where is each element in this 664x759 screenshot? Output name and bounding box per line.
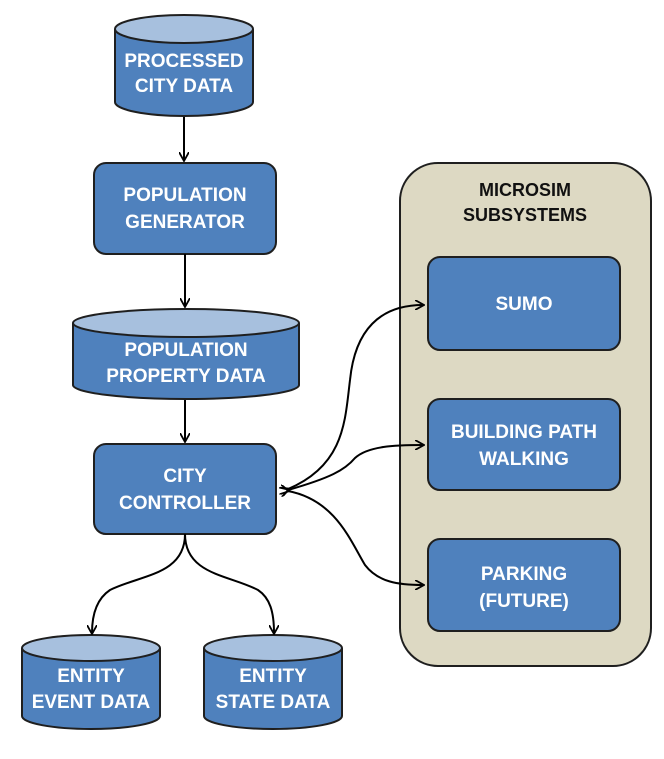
- population-generator-process: POPULATION GENERATOR: [93, 162, 277, 255]
- panel-title-line-1: MICROSIM: [479, 180, 571, 200]
- panel-title-line-2: SUBSYSTEMS: [463, 205, 587, 225]
- node-label-line-1: POPULATION: [123, 185, 246, 206]
- node-label-line-1: POPULATION: [124, 340, 247, 361]
- entity-event-data-store: ENTITY EVENT DATA: [21, 634, 161, 730]
- node-label-line-1: CITY: [163, 466, 207, 487]
- parking-subsystem: PARKING (FUTURE): [427, 538, 621, 632]
- node-label-line-2: (FUTURE): [479, 591, 569, 612]
- node-label-line-2: CITY DATA: [135, 76, 233, 97]
- node-label-line-2: CONTROLLER: [119, 493, 251, 514]
- sumo-subsystem: SUMO: [427, 256, 621, 351]
- node-label-line-1: PARKING: [481, 564, 567, 585]
- node-label-line-1: ENTITY: [239, 666, 307, 687]
- node-label-line-1: BUILDING PATH: [451, 422, 597, 443]
- node-label-line-2: PROPERTY DATA: [106, 366, 266, 387]
- arrow-controller-to-event-data: [92, 533, 186, 633]
- arrow-controller-to-state-data: [184, 533, 274, 633]
- processed-city-data-store: PROCESSED CITY DATA: [114, 14, 254, 117]
- node-label-line-1: ENTITY: [57, 666, 125, 687]
- node-label-line-2: GENERATOR: [125, 212, 245, 233]
- entity-state-data-store: ENTITY STATE DATA: [203, 634, 343, 730]
- node-label-line-2: WALKING: [479, 449, 569, 470]
- building-path-walking-subsystem: BUILDING PATH WALKING: [427, 398, 621, 491]
- population-property-data-store: POPULATION PROPERTY DATA: [72, 308, 300, 400]
- arrow-controller-parking: [288, 491, 423, 585]
- node-label-line-2: EVENT DATA: [32, 692, 151, 713]
- city-controller-process: CITY CONTROLLER: [93, 443, 277, 535]
- node-label-line-1: PROCESSED: [124, 51, 243, 72]
- arrow-controller-walking: [288, 445, 423, 490]
- node-label-line-1: SUMO: [496, 294, 553, 315]
- node-label-line-2: STATE DATA: [216, 692, 331, 713]
